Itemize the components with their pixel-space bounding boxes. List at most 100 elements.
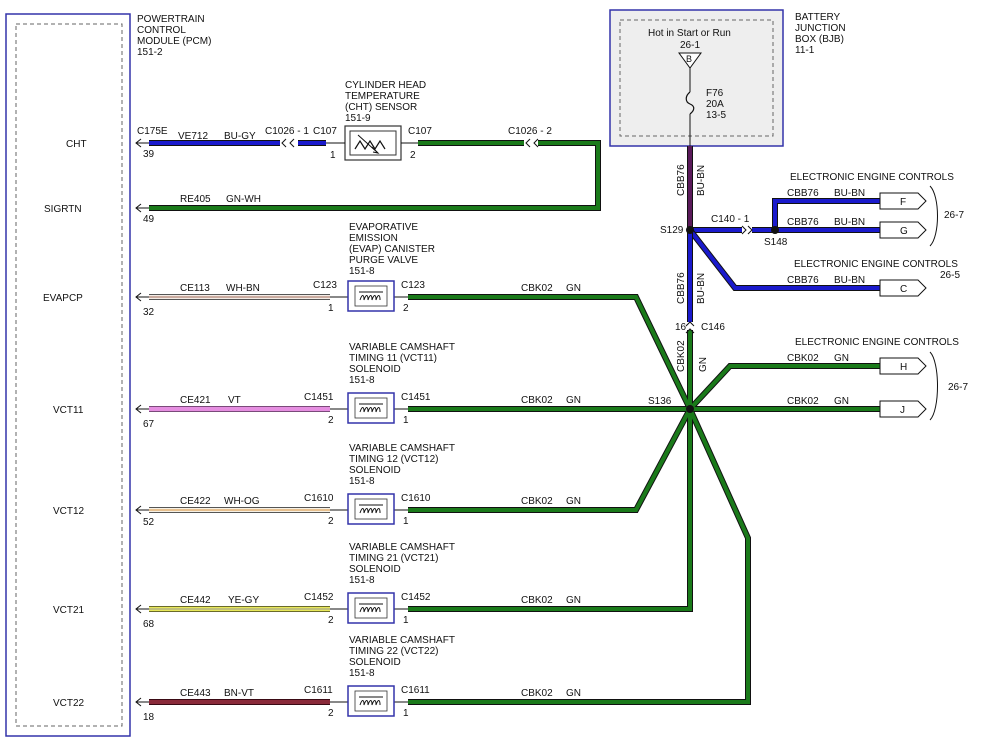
coil-icon	[359, 508, 381, 514]
bjb-terminal-label: B	[686, 54, 692, 64]
terminal-label: H	[900, 362, 907, 373]
vct21-wire-circuit: CE442	[180, 595, 211, 606]
pcm-title: POWERTRAIN CONTROL MODULE (PCM) 151-2	[137, 14, 211, 58]
eec3-brace	[929, 351, 938, 421]
inline-connector-c140	[741, 225, 753, 235]
evapcp-wire-color: WH-BN	[226, 283, 260, 294]
bjb-box	[609, 9, 784, 147]
eec2-ref: 26-5	[940, 270, 960, 281]
bjb-title: BATTERY JUNCTION BOX (BJB) 11-1	[795, 12, 846, 56]
sigrtn-wire	[149, 140, 601, 211]
solenoid-pin-right: 1	[403, 516, 409, 527]
evapcp-wire-circuit: CE113	[180, 283, 210, 294]
pcm-pin-name-evapcp: EVAPCP	[43, 293, 83, 304]
vct12-wire-color: WH-OG	[224, 496, 260, 507]
splice-s136-dot	[686, 405, 694, 413]
eec3-ref: 26-7	[948, 382, 968, 393]
cht-pin-right: 2	[410, 150, 416, 161]
cbb76-mid-color: BU-BN	[696, 273, 707, 304]
pcm-pin-name-vct21: VCT21	[53, 605, 85, 616]
solenoid-connector-right: C1452	[401, 592, 431, 603]
cht-sensor	[344, 125, 402, 161]
coil-icon	[359, 700, 381, 706]
cbk02-network	[408, 294, 880, 705]
solenoid-title-line: (EVAP) CANISTER	[349, 244, 435, 255]
cbk02-color: GN	[566, 595, 581, 606]
cbb76-mid-circuit: CBB76	[676, 272, 687, 304]
cht-sensor-title-line: (CHT) SENSOR	[345, 102, 417, 113]
eec1-wire-color: BU-BN	[834, 217, 865, 228]
bjb-hot-label: Hot in Start or Run	[648, 28, 731, 39]
vct21-wire-color: YE-GY	[228, 595, 259, 606]
vct11-wire-color: VT	[228, 395, 241, 406]
solenoid-title-line: VARIABLE CAMSHAFT	[349, 443, 455, 454]
solenoid-connector-left: C1610	[304, 493, 334, 504]
eec1-title: ELECTRONIC ENGINE CONTROLS	[790, 172, 954, 183]
solenoid-pin-right: 2	[403, 303, 409, 314]
bjb-title-line: BATTERY	[795, 12, 841, 23]
c146-pin: 16	[675, 322, 687, 333]
cht-pin-left: 1	[330, 150, 336, 161]
bjb-hot-ref: 26-1	[680, 40, 700, 51]
solenoid-title-line: EVAPORATIVE	[349, 222, 418, 233]
splice-s136-label: S136	[648, 396, 672, 407]
inline-connector-c1026-1	[281, 138, 295, 148]
cht-sensor-title-line: CYLINDER HEAD	[345, 80, 426, 91]
eec3-wire-circuit: CBK02	[787, 396, 819, 407]
coil-icon	[359, 607, 381, 613]
inline-connector-c146-label: C146	[701, 322, 725, 333]
solenoid-title-line: PURGE VALVE	[349, 255, 418, 266]
bjb-title-line: 11-1	[795, 45, 815, 56]
eec1-ref: 26-7	[944, 210, 964, 221]
cbk02-label: CBK02	[521, 496, 553, 507]
eec3-title: ELECTRONIC ENGINE CONTROLS	[795, 337, 959, 348]
solenoid-pin-right: 1	[403, 615, 409, 626]
solenoid-connector-left: C1452	[304, 592, 334, 603]
solenoid-title-line: VARIABLE CAMSHAFT	[349, 542, 455, 553]
solenoid-title-line: 151-8	[349, 575, 375, 586]
solenoid-title-line: SOLENOID	[349, 465, 401, 476]
solenoid-title-line: SOLENOID	[349, 364, 401, 375]
bjb-title-line: JUNCTION	[795, 23, 846, 34]
terminal-g: G	[879, 221, 927, 239]
pcm-title-line: MODULE (PCM)	[137, 36, 211, 47]
pcm-pin-number: 18	[143, 712, 155, 723]
cht-wire-color: BU-GY	[224, 131, 256, 142]
bjb-terminal-b: B	[678, 52, 702, 115]
pcm-pin-number: 39	[143, 149, 155, 160]
solenoid-pin-left: 2	[328, 516, 334, 527]
inline-connector-label: C1026 - 2	[508, 126, 552, 137]
solenoid-title-line: 151-8	[349, 375, 375, 386]
coil-icon	[359, 407, 381, 413]
pcm-pin-number: 67	[143, 419, 155, 430]
cht-sensor-title-line: 151-9	[345, 113, 371, 124]
splice-s148-label: S148	[764, 237, 788, 248]
inline-connector-c140-label: C140 - 1	[711, 214, 750, 225]
eec2-wire-color: BU-BN	[834, 275, 865, 286]
eec3-wire-circuit: CBK02	[787, 353, 819, 364]
cbk02-label: CBK02	[521, 688, 553, 699]
pcm-module	[5, 13, 131, 737]
solenoid-connector-right: C1610	[401, 493, 431, 504]
eec2-wire-circuit: CBB76	[787, 275, 819, 286]
terminal-label: F	[900, 197, 906, 208]
eec1-wire-circuit: CBB76	[787, 188, 819, 199]
solenoid-connector-left: C1451	[304, 392, 334, 403]
solenoid-title-line: VARIABLE CAMSHAFT	[349, 635, 455, 646]
solenoid-title-line: TIMING 21 (VCT21)	[349, 553, 438, 564]
cbk02-label: CBK02	[521, 395, 553, 406]
inline-connector-c1026-2	[525, 138, 539, 148]
terminal-c: C	[879, 279, 927, 297]
pcm-pin-name-sigrtn: SIGRTN	[44, 204, 82, 215]
terminal-h: H	[879, 357, 927, 375]
cbb76-top-circuit: CBB76	[676, 164, 687, 196]
eec1-brace	[929, 185, 938, 247]
cht-sensor-title-line: TEMPERATURE	[345, 91, 420, 102]
solenoid-connector-right: C123	[401, 280, 425, 291]
inline-connector-label: C1026 - 1	[265, 126, 309, 137]
cht-wire-circuit: VE712	[178, 131, 208, 142]
